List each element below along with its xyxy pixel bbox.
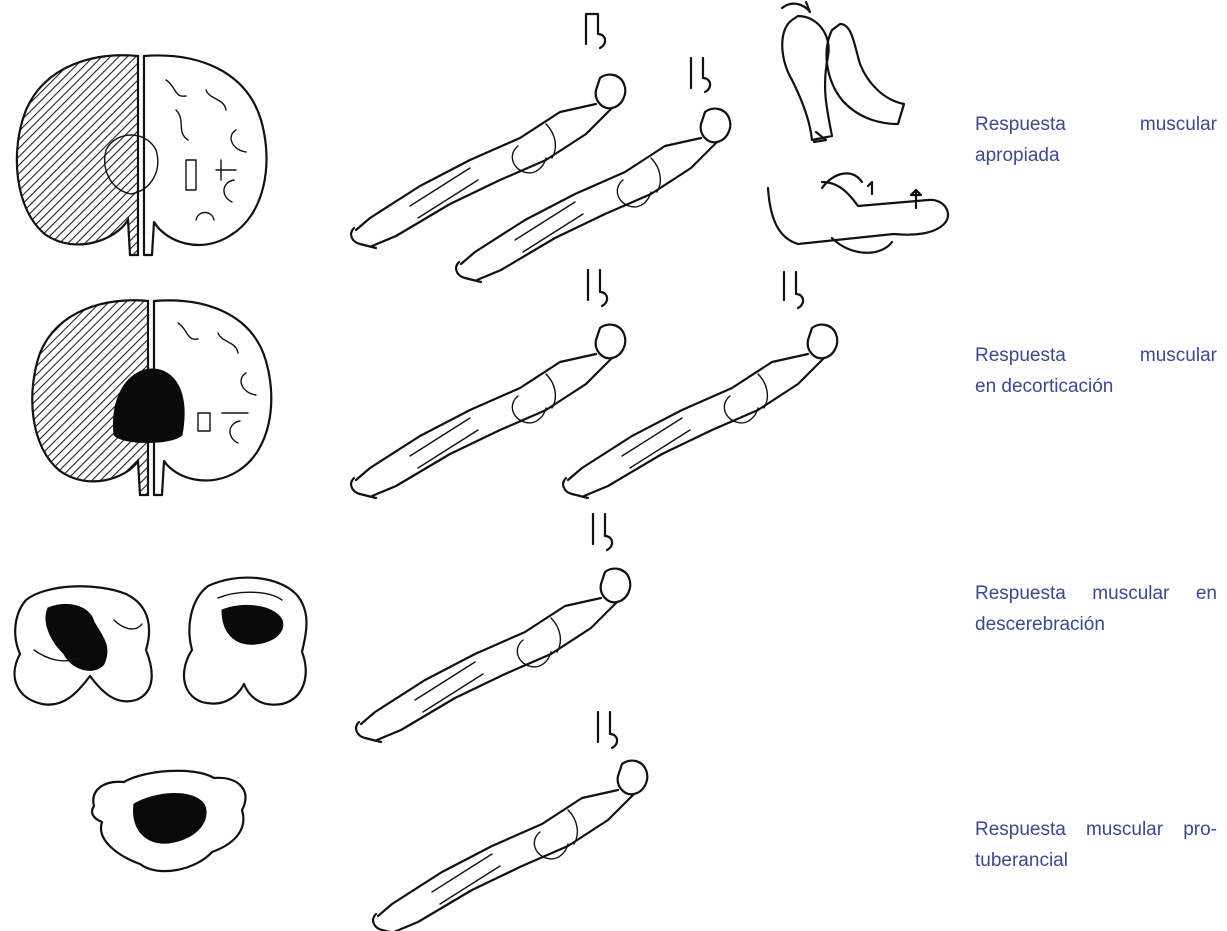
withdrawal-arm xyxy=(762,168,952,268)
caption-decerebrate: Respuesta muscular en descerebración xyxy=(975,578,1217,640)
brain-section-2 xyxy=(22,295,282,500)
brain-section-1 xyxy=(6,50,276,265)
caption-decorticate: Respuesta muscular en decorticación xyxy=(975,340,1217,402)
caption-line-2: en decorticación xyxy=(975,371,1217,402)
caption-appropriate: Respuesta muscular apropiada xyxy=(975,109,1217,171)
midbrain-section-right xyxy=(178,572,318,712)
caption-line-2: tuberancial xyxy=(975,845,1217,876)
pons-section xyxy=(84,760,254,880)
figure-normal-2 xyxy=(455,56,755,276)
figure-decerebrate xyxy=(355,512,655,742)
figure-pontine xyxy=(372,710,672,926)
caption-line-2: apropiada xyxy=(975,140,1217,171)
caption-line-1: Respuesta muscular xyxy=(975,109,1217,140)
figure-decorticate-2 xyxy=(562,268,862,500)
caption-line-1: Respuesta muscular xyxy=(975,340,1217,371)
caption-pontine: Respuesta muscular pro- tuberancial xyxy=(975,814,1217,876)
withdrawal-feet xyxy=(772,0,912,150)
caption-line-1: Respuesta muscular en xyxy=(975,578,1217,609)
caption-line-2: descerebración xyxy=(975,609,1217,640)
caption-line-1: Respuesta muscular pro- xyxy=(975,814,1217,845)
midbrain-section-left xyxy=(6,580,166,710)
